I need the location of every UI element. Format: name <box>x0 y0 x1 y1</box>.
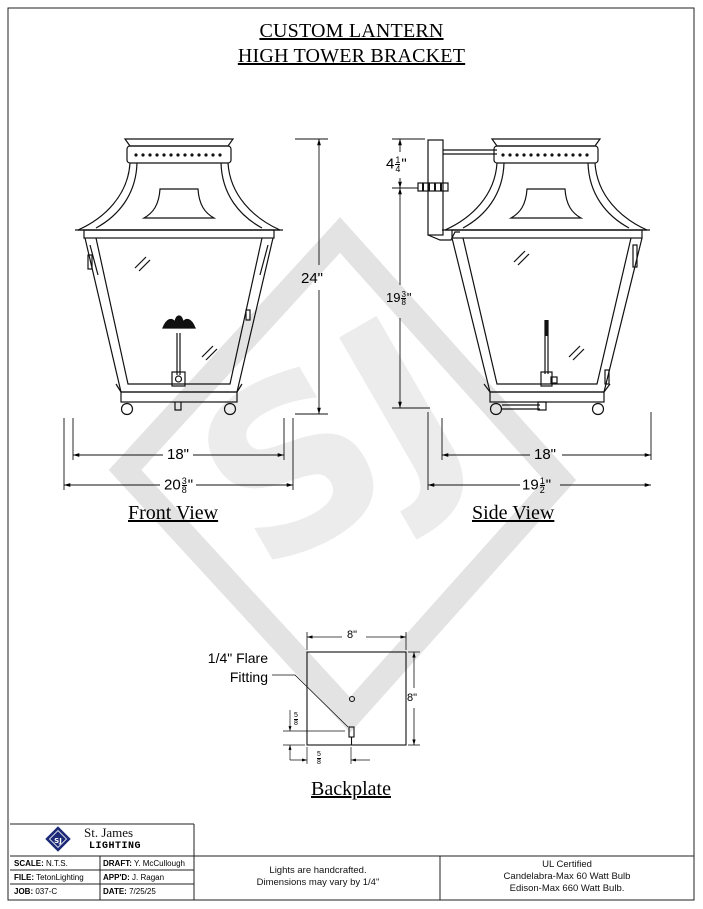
backplate-drawing <box>272 632 420 764</box>
handcrafted-note: Lights are handcrafted. Dimensions may v… <box>256 865 380 888</box>
side-width-dim: 18" <box>534 446 557 463</box>
front-view-label: Front View <box>128 502 219 524</box>
title-block-grid <box>10 823 694 900</box>
front-width-dim: 18" <box>167 446 190 463</box>
backplate-height-dim: 8" <box>407 692 418 704</box>
st-james-logo: SJ <box>45 826 71 852</box>
dimension-lines <box>63 138 652 490</box>
title-line-1: CUSTOM LANTERN <box>259 20 444 42</box>
company-subname: LIGHTING <box>89 841 142 852</box>
sheet-border <box>7 7 695 901</box>
side-view-lantern <box>417 138 650 416</box>
flare-fitting-callout: 1/4" Flare Fitting <box>207 650 268 685</box>
draft-field: DRAFT: Y. McCullough <box>103 859 185 868</box>
title-line-2: HIGH TOWER BRACKET <box>237 45 466 67</box>
side-view-label: Side View <box>472 502 555 524</box>
appd-field: APP'D: J. Ragan <box>103 873 165 882</box>
ul-certification-note: UL Certified Candelabra-Max 60 Watt Bulb… <box>503 859 631 894</box>
front-height-dim: 24" <box>301 270 324 287</box>
svg-text:SJ: SJ <box>54 837 62 845</box>
scale-field: SCALE: N.T.S. <box>14 859 68 868</box>
job-field: JOB: 037-C <box>14 887 58 896</box>
company-name: St. James <box>84 825 134 840</box>
date-field: DATE: 7/25/25 <box>103 887 156 896</box>
file-field: FILE: TetonLighting <box>14 873 84 882</box>
backplate-label: Backplate <box>311 778 391 800</box>
backplate-width-dim: 8" <box>347 629 358 641</box>
sj-watermark: SJ <box>108 217 577 733</box>
front-view-lantern <box>75 138 283 416</box>
